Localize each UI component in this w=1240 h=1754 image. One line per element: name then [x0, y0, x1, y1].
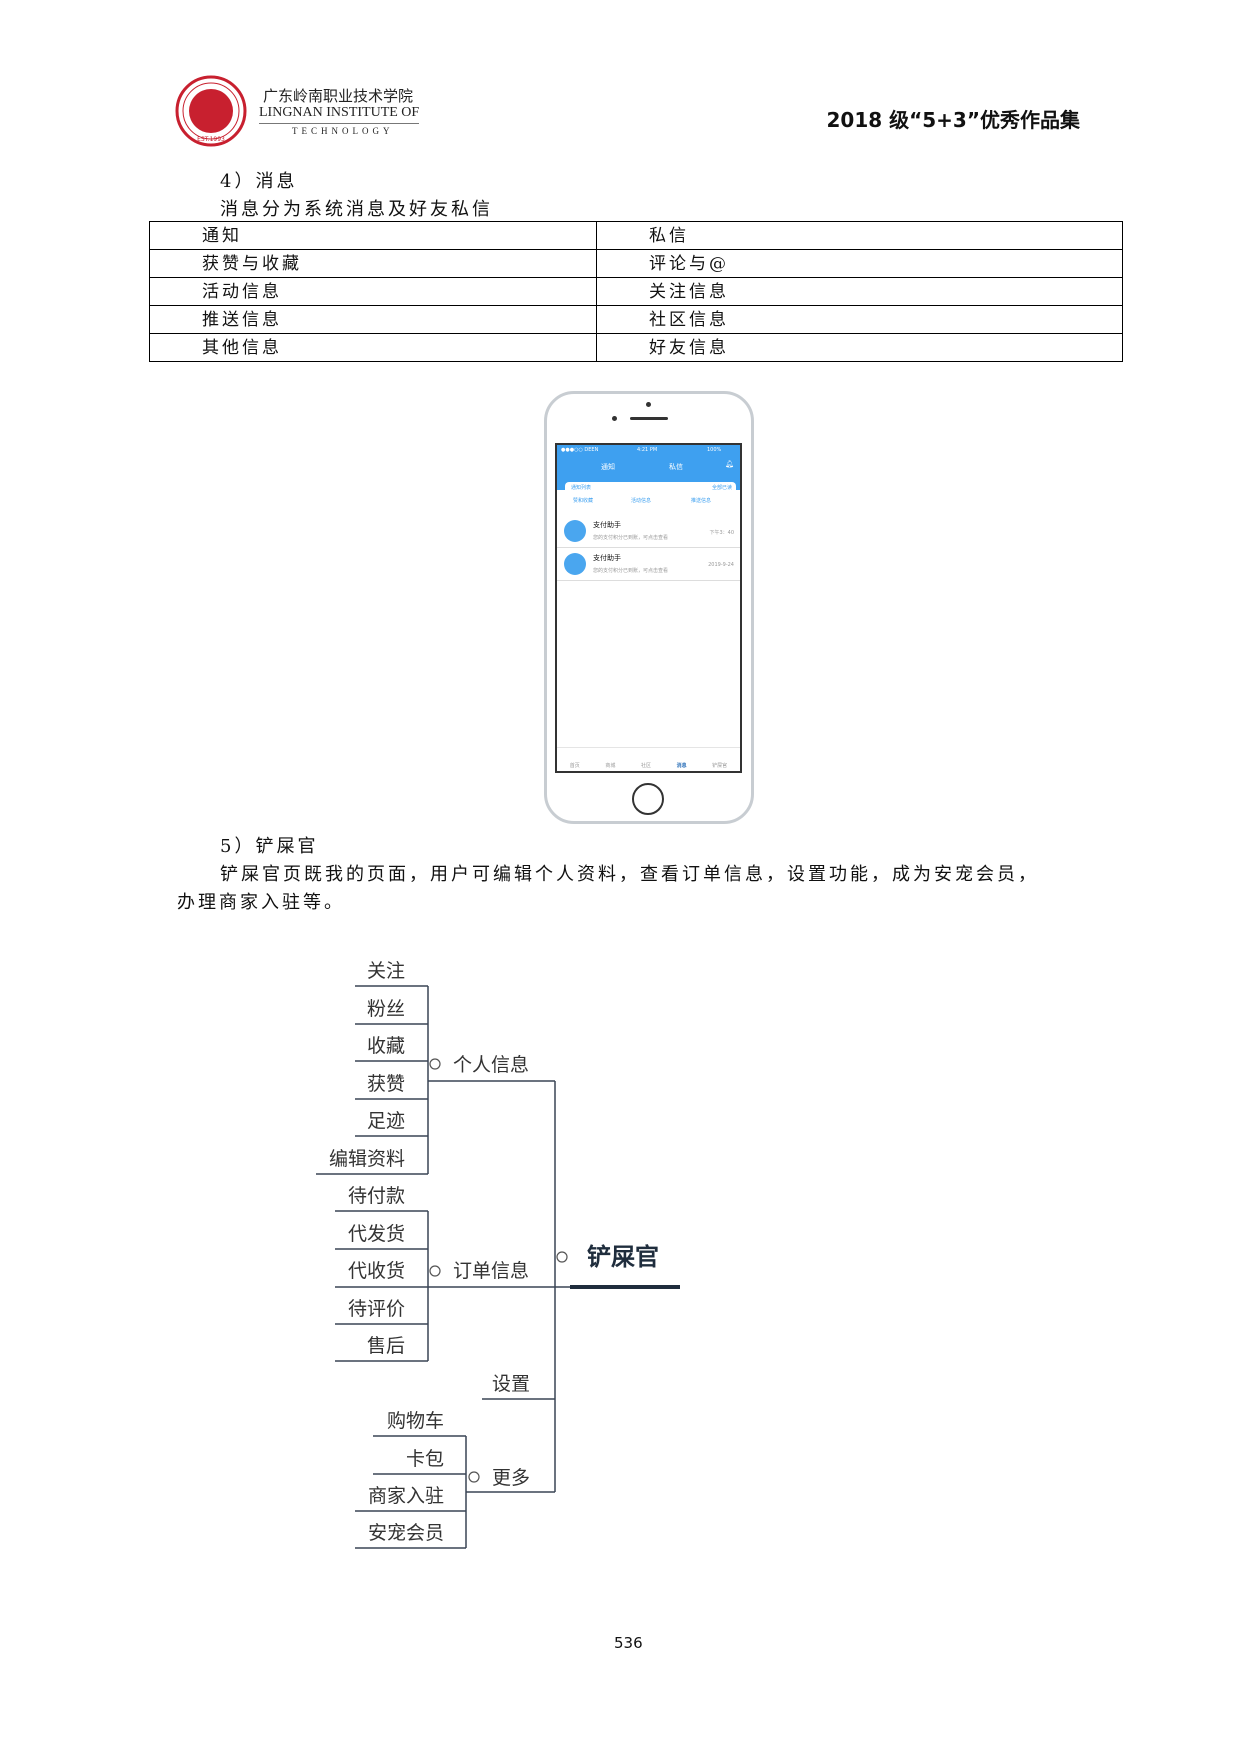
- nav-home[interactable]: 首页: [569, 763, 580, 769]
- table-row: 活动信息关注信息: [149, 277, 1123, 306]
- message-sender: 支付助手: [593, 521, 621, 529]
- notice-card: 通知列表 全部已读 赞和收藏 活动信息 推送信息: [565, 482, 736, 512]
- collapse-icon: [429, 1265, 441, 1277]
- table-row: 其他信息好友信息: [149, 333, 1123, 362]
- nav-community[interactable]: 社区: [640, 763, 651, 769]
- mindmap-branch: 更多: [492, 1467, 530, 1489]
- mindmap-leaf: 获赞: [367, 1073, 405, 1095]
- mindmap-branch: 订单信息: [453, 1260, 529, 1282]
- mindmap-leaf: 收藏: [367, 1035, 405, 1057]
- table-cell: 好友信息: [596, 333, 1123, 362]
- shortcut-activities[interactable]: 活动信息: [631, 498, 652, 504]
- table-cell: 私信: [596, 221, 1123, 250]
- mindmap-leaf: 粉丝: [367, 998, 405, 1020]
- phone-screen: ●●●○○ DEEN 4:21 PM 100% 通知 私信 🔔︎ 通知列表 全部…: [555, 443, 742, 773]
- bell-icon[interactable]: 🔔︎: [725, 460, 734, 468]
- section-heading: 5）铲屎官: [220, 836, 319, 857]
- collapse-icon: [468, 1471, 480, 1483]
- card-title: 通知列表: [571, 485, 592, 491]
- mindmap-root: 铲屎官: [587, 1243, 659, 1271]
- mindmap-branch: 设置: [492, 1373, 530, 1395]
- mindmap-leaf: 代发货: [348, 1223, 405, 1245]
- school-name-en: LINGNAN INSTITUTE OF: [259, 105, 420, 124]
- table-cell: 活动信息: [149, 277, 597, 306]
- phone-camera: [612, 416, 617, 421]
- collapse-icon: [429, 1058, 441, 1070]
- home-button: [632, 783, 664, 815]
- tab-notifications[interactable]: 通知: [601, 463, 615, 471]
- mark-read-button[interactable]: 全部已读: [711, 485, 732, 491]
- school-name-cn: 广东岭南职业技术学院: [263, 87, 414, 105]
- status-carrier: ●●●○○ DEEN: [561, 447, 599, 453]
- table-row: 获赞与收藏评论与@: [149, 249, 1123, 278]
- table-row: 推送信息社区信息: [149, 305, 1123, 334]
- mindmap-leaf: 待评价: [348, 1298, 405, 1320]
- school-logo: EST.1993: [175, 75, 247, 147]
- page-number: 536: [614, 1634, 643, 1652]
- message-time: 2019-9-24: [708, 562, 734, 568]
- message-preview: 您的支付积分已到账，可点击查看: [593, 535, 669, 541]
- table-cell: 评论与@: [596, 249, 1123, 278]
- status-battery: 100%: [707, 447, 722, 453]
- message-sender: 支付助手: [593, 554, 621, 562]
- section-intro: 消息分为系统消息及好友私信: [220, 199, 493, 220]
- nav-messages[interactable]: 消息: [676, 763, 687, 769]
- avatar: [564, 520, 586, 542]
- phone-speaker: [630, 417, 668, 420]
- message-preview: 您的支付积分已到账，可点击查看: [593, 568, 669, 574]
- mindmap-leaf: 关注: [367, 960, 405, 982]
- list-item[interactable]: 支付助手 您的支付积分已到账，可点击查看 下午3：40: [557, 515, 740, 548]
- list-item[interactable]: 支付助手 您的支付积分已到账，可点击查看 2019-9-24: [557, 548, 740, 581]
- svg-text:EST.1993: EST.1993: [197, 136, 225, 143]
- table-cell: 其他信息: [149, 333, 597, 362]
- tab-private-messages[interactable]: 私信: [669, 463, 683, 471]
- school-name-en-2: TECHNOLOGY: [292, 126, 394, 136]
- mindmap-leaf: 足迹: [367, 1110, 405, 1132]
- mindmap-leaf: 商家入驻: [368, 1485, 444, 1507]
- status-time: 4:21 PM: [637, 447, 658, 453]
- mindmap-leaf: 编辑资料: [329, 1148, 405, 1170]
- nav-profile[interactable]: 铲屎官: [712, 763, 728, 769]
- message-types-table: 通知私信 获赞与收藏评论与@ 活动信息关注信息 推送信息社区信息 其他信息好友信…: [149, 221, 1123, 362]
- mindmap-leaf: 购物车: [387, 1410, 444, 1432]
- shortcut-push[interactable]: 推送信息: [691, 498, 712, 504]
- mindmap-leaf: 安宠会员: [368, 1522, 444, 1544]
- mindmap-branch: 个人信息: [453, 1054, 529, 1076]
- section-paragraph-cont: 办理商家入驻等。: [177, 892, 345, 913]
- message-time: 下午3：40: [709, 530, 734, 536]
- collection-title: 2018 级“5+3”优秀作品集: [826, 108, 1080, 132]
- section-paragraph: 铲屎官页既我的页面，用户可编辑个人资料，查看订单信息，设置功能，成为安宠会员，: [220, 864, 1039, 885]
- mindmap-leaf: 卡包: [406, 1448, 444, 1470]
- mindmap-leaf: 待付款: [348, 1185, 405, 1207]
- mindmap-leaf: 售后: [367, 1335, 405, 1357]
- nav-mall[interactable]: 商城: [605, 763, 616, 769]
- bottom-nav: 首页 商城 社区 消息 铲屎官: [557, 747, 740, 771]
- section-heading: 4）消息: [220, 171, 298, 192]
- shortcut-likes[interactable]: 赞和收藏: [573, 498, 594, 504]
- mindmap-leaf: 代收货: [348, 1260, 405, 1282]
- avatar: [564, 553, 586, 575]
- collapse-icon: [556, 1251, 568, 1263]
- phone-sensor: [646, 402, 651, 407]
